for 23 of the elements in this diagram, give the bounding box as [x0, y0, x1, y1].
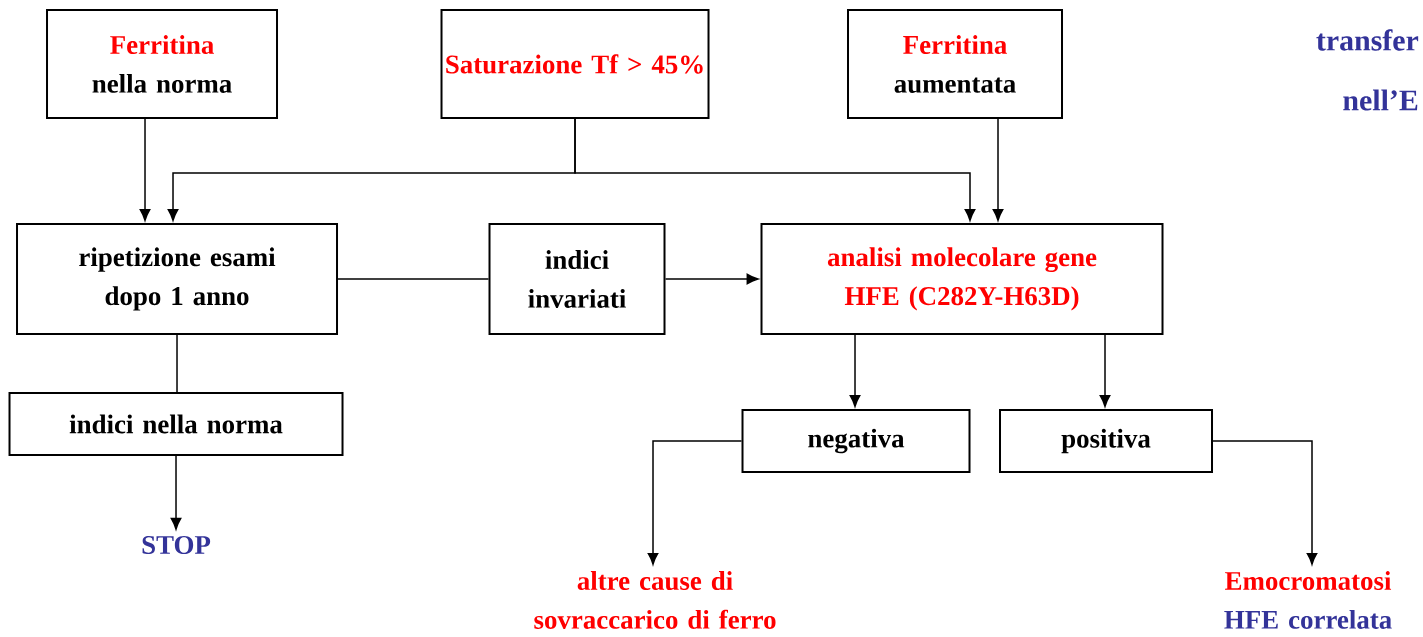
arrow	[849, 334, 861, 407]
arrow	[992, 118, 1004, 221]
arrow	[664, 273, 759, 285]
process-box: Saturazione Tf > 45%	[440, 9, 710, 119]
process-box: ripetizione esami dopo 1 anno	[16, 223, 338, 335]
process-box: positiva	[999, 409, 1213, 473]
heading-text: transfer	[1316, 29, 1419, 51]
arrow	[647, 440, 743, 565]
process-box: Ferritina nella norma	[46, 9, 278, 119]
arrow	[139, 118, 151, 221]
process-box: Ferritina aumentata	[847, 9, 1063, 119]
arrow	[1099, 334, 1111, 407]
process-box: indici invariati	[488, 223, 666, 335]
arrow	[574, 118, 976, 221]
heading-text: nell’E	[1343, 89, 1418, 111]
arrow	[170, 455, 182, 530]
arrow	[1212, 440, 1318, 565]
process-box: indici nella norma	[8, 392, 344, 456]
process-box: analisi molecolare gene HFE (C282Y-H63D)	[760, 223, 1164, 335]
result-text: altre cause di sovraccarico di ferro	[534, 571, 776, 629]
result-text: STOP	[142, 535, 211, 555]
process-box: negativa	[741, 409, 971, 473]
result-text: Emocromatosi HFE correlata	[1224, 571, 1392, 629]
